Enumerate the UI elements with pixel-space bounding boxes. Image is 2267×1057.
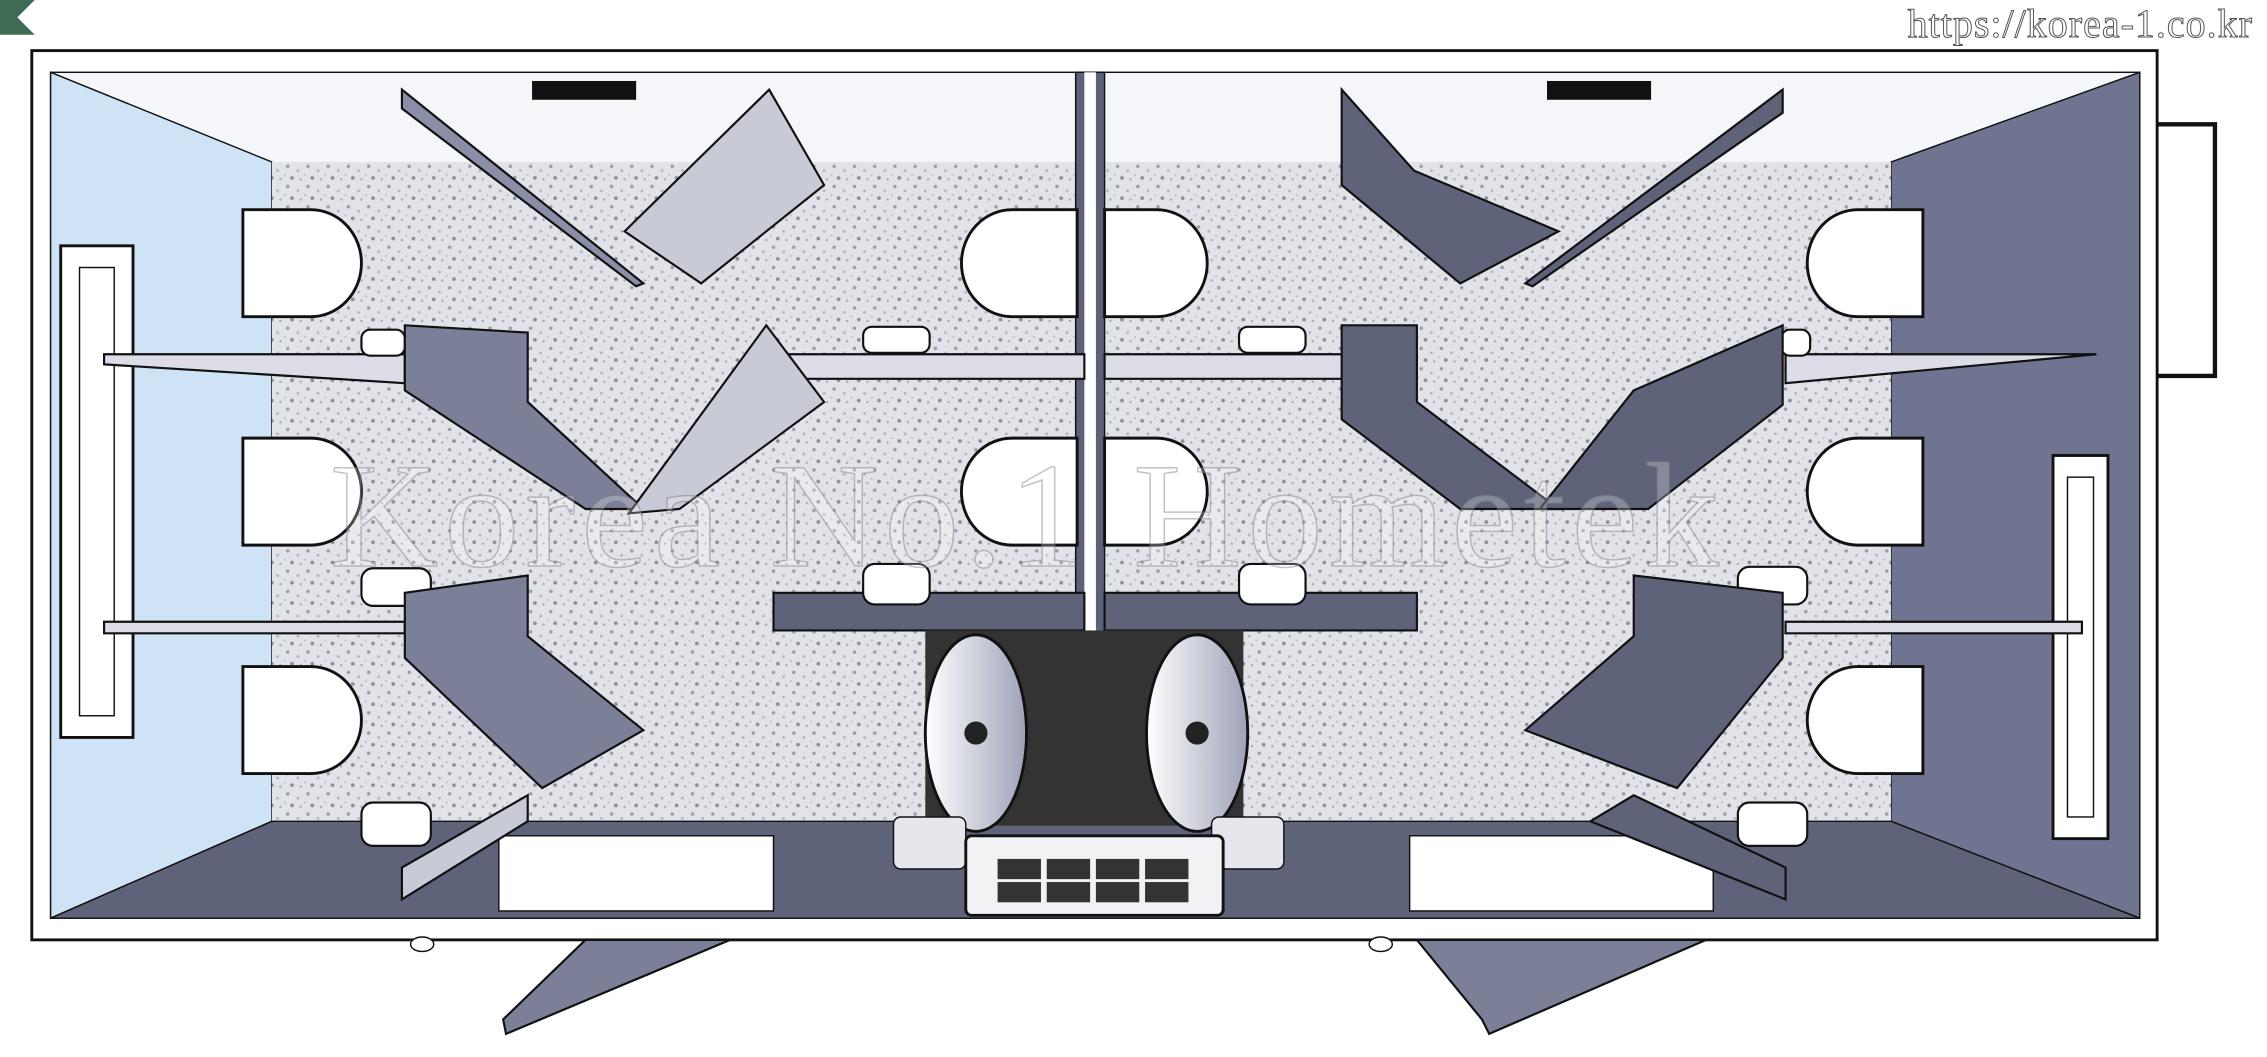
heater-valve (964, 721, 988, 745)
stall-partitions (103, 353, 2097, 635)
toilet (1103, 208, 1209, 319)
entrance-left (498, 835, 775, 912)
toilet (1805, 436, 1925, 547)
basin (862, 325, 931, 354)
handrail (2157, 122, 2218, 379)
window-left-frame (78, 266, 115, 717)
toilet (241, 208, 363, 319)
toilets (241, 208, 1925, 776)
basin (1780, 328, 1812, 357)
toilet (1805, 208, 1925, 319)
toilet (960, 208, 1079, 319)
control-panel-keys (997, 858, 1189, 903)
center-partition-gap (1084, 72, 1096, 825)
vent-left (532, 80, 637, 100)
toilet (241, 436, 363, 547)
basin (1237, 562, 1307, 606)
basin (360, 801, 432, 847)
toilet (241, 665, 363, 776)
pump-left (892, 816, 967, 870)
basin (862, 562, 931, 606)
door (626, 323, 826, 515)
door (622, 87, 826, 285)
door (1523, 574, 1784, 790)
wheel (1368, 936, 1394, 953)
toilet (1103, 436, 1209, 547)
toilet (1805, 665, 1925, 776)
stall-doors (400, 86, 1787, 1036)
website-url: https://korea-1.co.kr (1907, 1, 2253, 47)
window-right (2051, 454, 2110, 841)
door (1587, 794, 1787, 901)
entrance-door-left (501, 938, 731, 1036)
heater-valve (1185, 721, 1209, 745)
basin (1736, 801, 1809, 847)
window-left (59, 244, 135, 739)
door (400, 87, 646, 288)
vent-right (1546, 80, 1652, 100)
entrance-door-right (1414, 938, 1707, 1036)
door (400, 793, 529, 902)
basin (1237, 325, 1307, 354)
window-right-frame (2066, 476, 2095, 818)
corner-logo-mark (0, 0, 35, 35)
toilet (960, 436, 1079, 547)
door (403, 574, 646, 790)
door (1537, 323, 1784, 511)
door (1340, 86, 1562, 285)
watermark: Korea No.1 Hometek (329, 432, 1726, 600)
door (1523, 87, 1784, 288)
wheel (409, 936, 435, 953)
basin (360, 328, 406, 357)
